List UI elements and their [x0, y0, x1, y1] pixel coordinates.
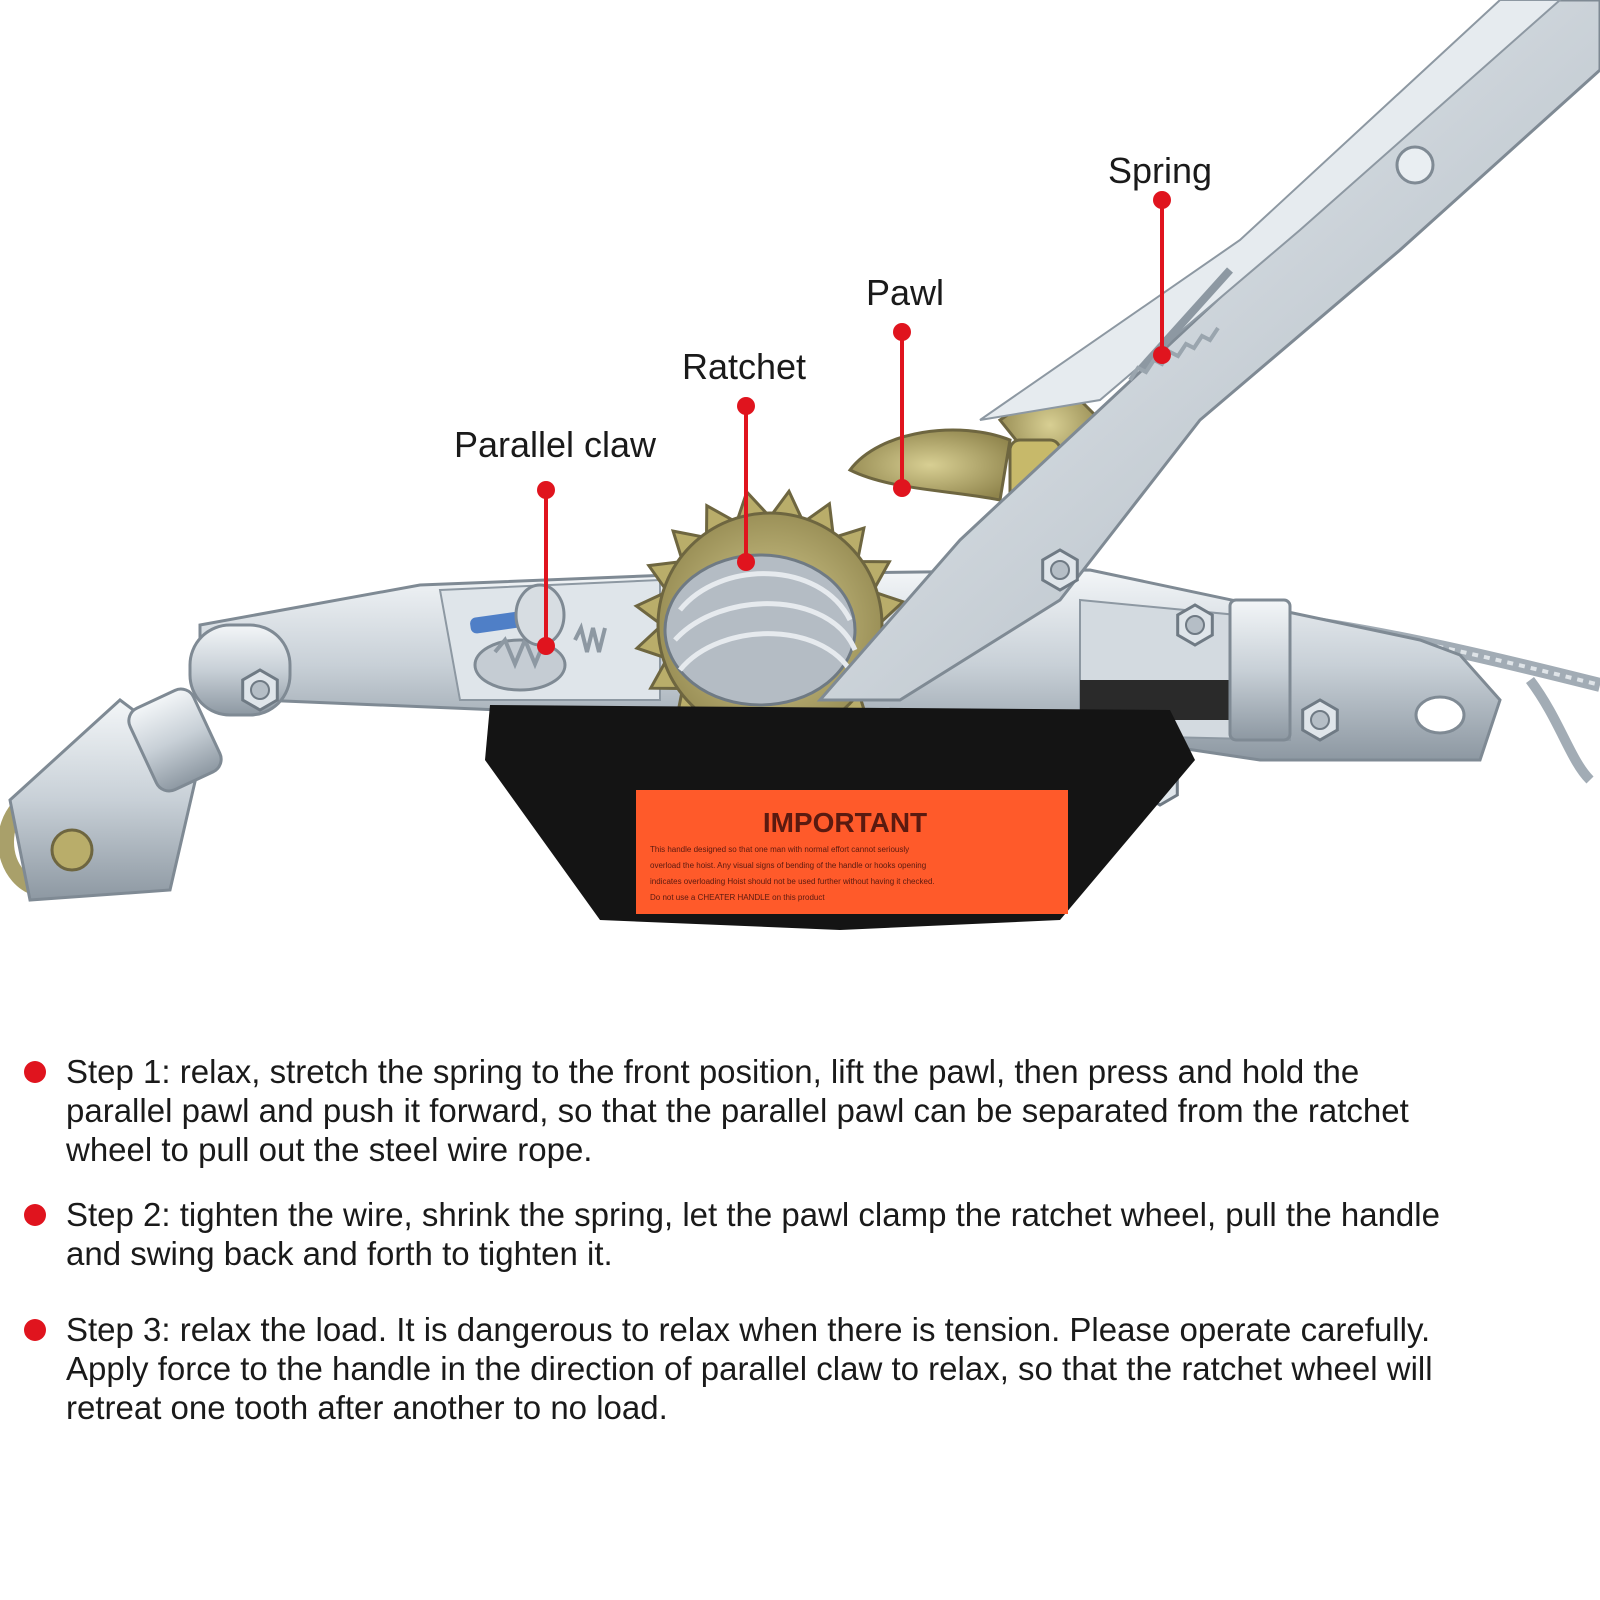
warning-sticker: IMPORTANT This handle designed so that o…	[636, 790, 1068, 914]
spring-dot-top	[1153, 191, 1171, 209]
bullet-icon	[24, 1061, 46, 1083]
callout-label-parallel-claw: Parallel claw	[453, 424, 657, 465]
hoist-diagram: IMPORTANT This handle designed so that o…	[0, 0, 1600, 930]
parallel-claw-dot-top	[537, 481, 555, 499]
bullet-icon	[24, 1319, 46, 1341]
sticker-line: indicates overloading Hoist should not b…	[650, 877, 935, 886]
step-item: Step 3: relax the load. It is dangerous …	[24, 1310, 1466, 1427]
sticker-line: overload the hoist. Any visual signs of …	[650, 861, 926, 870]
step-text: Step 3: relax the load. It is dangerous …	[66, 1311, 1433, 1426]
bolt-icon	[1041, 548, 1079, 592]
pawl-dot-top	[893, 323, 911, 341]
parallel-claw-dot-bottom	[537, 637, 555, 655]
sticker-title: IMPORTANT	[763, 807, 927, 838]
sticker-line: This handle designed so that one man wit…	[650, 845, 909, 854]
callout-leaders	[537, 191, 1171, 655]
hook-shackle	[0, 687, 223, 902]
sticker-line: Do not use a CHEATER HANDLE on this prod…	[650, 893, 825, 902]
step-text: Step 1: relax, stretch the spring to the…	[66, 1053, 1409, 1168]
spring-dot-bottom	[1153, 346, 1171, 364]
bolt-icon	[241, 668, 279, 712]
ratchet-dot-bottom	[737, 553, 755, 571]
callout-label-ratchet: Ratchet	[681, 346, 807, 387]
bolt-icon	[1176, 603, 1214, 647]
step-item: Step 2: tighten the wire, shrink the spr…	[24, 1195, 1466, 1273]
step-text: Step 2: tighten the wire, shrink the spr…	[66, 1196, 1440, 1272]
bullet-icon	[24, 1204, 46, 1226]
callout-label-spring: Spring	[1107, 150, 1213, 191]
callout-label-pawl: Pawl	[865, 272, 945, 313]
bolt-icon	[1301, 698, 1339, 742]
step-item: Step 1: relax, stretch the spring to the…	[24, 1052, 1466, 1169]
ratchet-dot-top	[737, 397, 755, 415]
pawl-dot-bottom	[893, 479, 911, 497]
